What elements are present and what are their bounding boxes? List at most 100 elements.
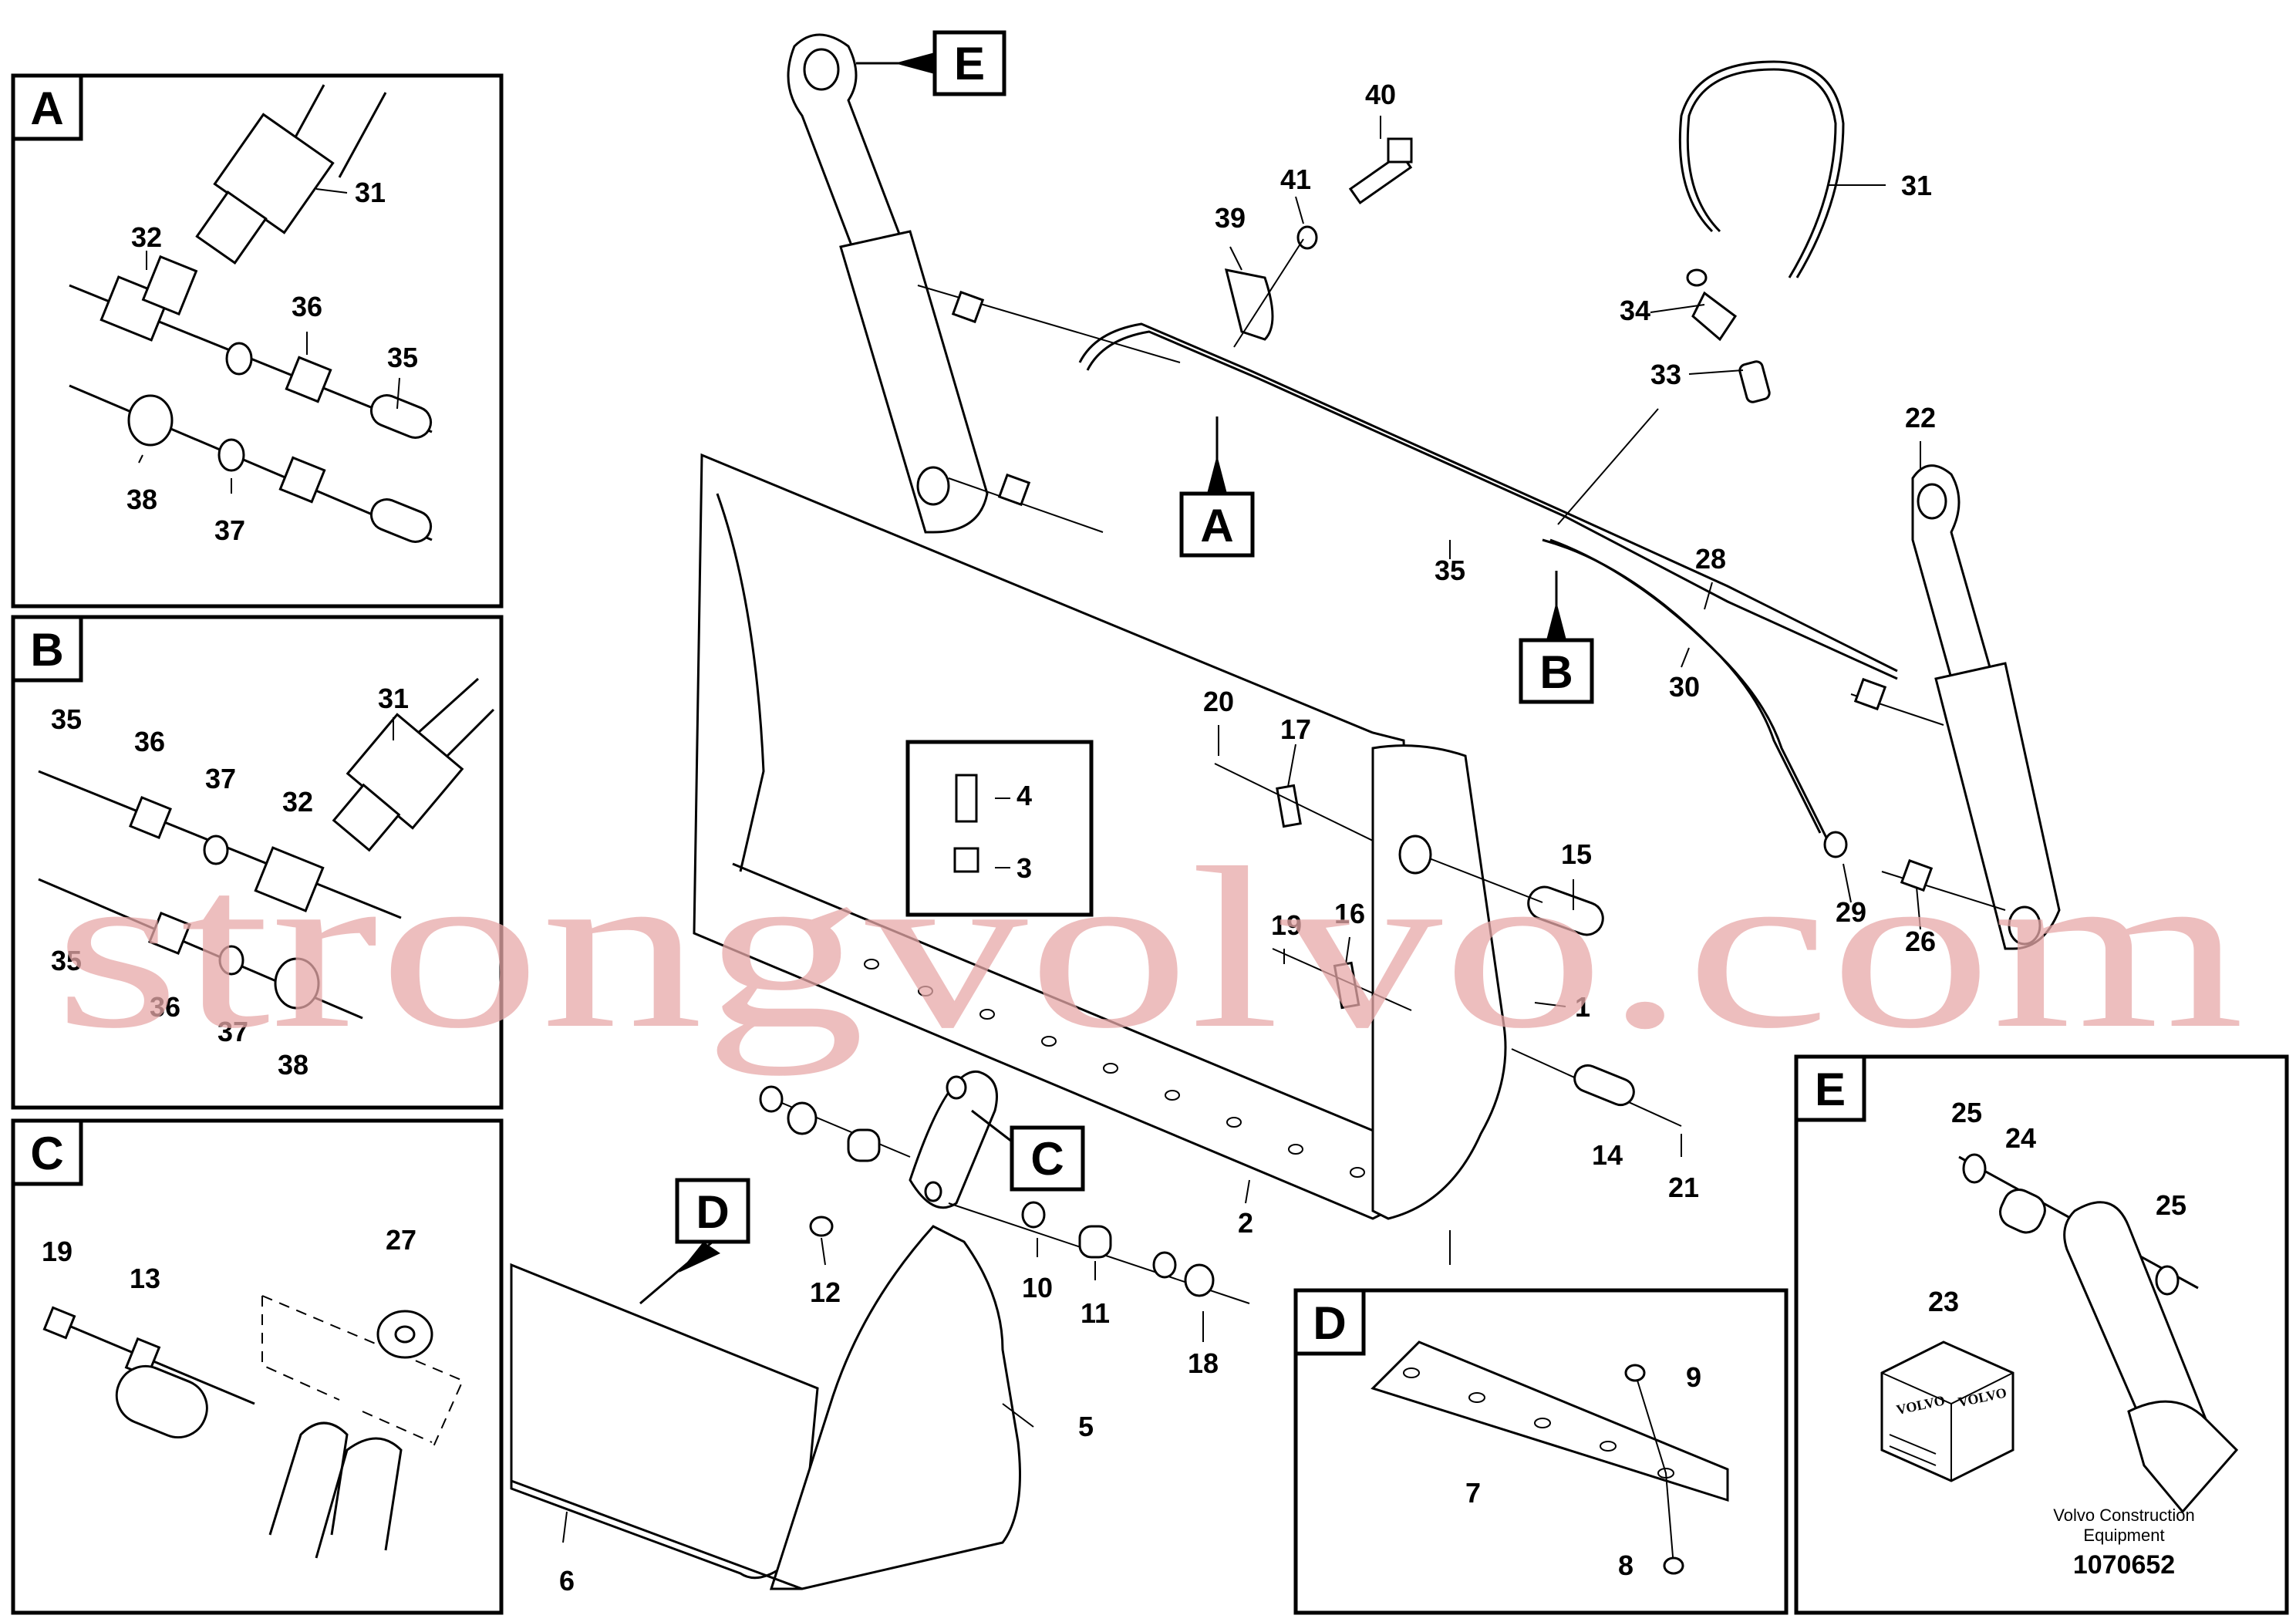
main-assembly-drawing: [510, 33, 2061, 1590]
panel-e-drawing: VOLVO VOLVO: [1880, 1153, 2239, 1514]
inset-box-3-4: [905, 740, 1094, 917]
part-label: 23: [1928, 1286, 1959, 1317]
part-label: 40: [1365, 79, 1396, 110]
part-label: 20: [1203, 686, 1234, 717]
part-label: 3: [1017, 852, 1032, 884]
part-label: 5: [1078, 1411, 1094, 1442]
part-label: 36: [292, 291, 322, 322]
callout-d: D: [639, 1178, 750, 1305]
part-label: 38: [278, 1049, 308, 1081]
panel-label-b: B: [11, 615, 83, 683]
panel-d-drawing: [1371, 1340, 1729, 1575]
part-label: 35: [51, 703, 82, 735]
part-label: 18: [1188, 1347, 1219, 1379]
part-label: 37: [214, 514, 245, 546]
callout-b: B: [1519, 571, 1594, 704]
brand-line-1: Volvo Construction: [2053, 1506, 2194, 1525]
part-label: 15: [1561, 838, 1592, 870]
bucket-side-lower: [769, 1225, 1021, 1590]
left-cylinder-body: [839, 230, 989, 534]
detail-panel-d: [1293, 1288, 1789, 1615]
part-label: 31: [355, 177, 386, 208]
left-cylinder-eye: [787, 33, 912, 279]
part-label: 32: [282, 786, 313, 818]
part-label: 36: [134, 726, 165, 757]
part-label: 39: [1215, 202, 1246, 234]
svg-text:E: E: [1815, 1064, 1846, 1115]
svg-text:B: B: [30, 624, 63, 676]
part-label: 28: [1695, 543, 1726, 575]
part-label: 19: [1271, 909, 1302, 941]
watermark-text: strongvolvo.com: [54, 820, 2244, 1077]
svg-text:A: A: [30, 83, 63, 134]
callout-e: E: [856, 30, 1006, 96]
part-label: 8: [1618, 1549, 1633, 1581]
part-label: 37: [217, 1016, 248, 1047]
part-label: 35: [387, 342, 418, 373]
brand-footer: Volvo Construction Equipment 1070652: [2053, 1506, 2194, 1580]
part-label: 35: [51, 945, 82, 976]
brand-line-2: Equipment: [2083, 1526, 2164, 1545]
part-label: 11: [1081, 1297, 1110, 1329]
callout-a: A: [1179, 416, 1255, 558]
detail-panel-c: [11, 1118, 504, 1615]
right-cylinder-body: [1934, 662, 2061, 950]
panel-label-e: E: [1794, 1054, 1866, 1122]
svg-text:D: D: [696, 1186, 729, 1238]
part-label: 17: [1280, 713, 1311, 745]
right-cylinder-eye: [1911, 464, 1999, 707]
part-label: 29: [1836, 896, 1866, 928]
part-label: 10: [1022, 1272, 1053, 1303]
part-label: 12: [810, 1276, 841, 1308]
part-label: 31: [1901, 170, 1932, 201]
panel-label-d: D: [1293, 1288, 1366, 1356]
part-label: 22: [1905, 402, 1936, 433]
detail-panel-e: [1794, 1054, 2289, 1615]
drawing-number: 1070652: [2073, 1550, 2175, 1580]
part-label: 26: [1905, 926, 1936, 957]
callout-c: C: [971, 1109, 1085, 1192]
part-label: 24: [2005, 1122, 2036, 1154]
part-label: 41: [1280, 164, 1311, 195]
part-label: 21: [1668, 1172, 1699, 1203]
panel-label-c: C: [11, 1118, 83, 1186]
svg-text:C: C: [1030, 1133, 1064, 1185]
part-label: 27: [386, 1224, 416, 1256]
detail-panel-a: [11, 73, 504, 609]
part-label: 14: [1592, 1139, 1623, 1171]
svg-text:B: B: [1539, 646, 1573, 698]
panel-label-a: A: [11, 73, 83, 141]
svg-text:E: E: [954, 38, 985, 89]
part-label: 35: [1435, 555, 1465, 586]
part-label: 33: [1650, 359, 1681, 390]
hose-31: [1678, 60, 1845, 278]
panel-a-drawing: [69, 84, 433, 543]
panel-c-drawing: [42, 1295, 464, 1559]
detail-panel-b: [11, 615, 504, 1110]
svg-text:C: C: [30, 1128, 63, 1179]
part-label: 34: [1620, 295, 1650, 326]
part-label: 7: [1465, 1477, 1481, 1509]
part-label: 9: [1686, 1361, 1701, 1393]
part-label: 36: [150, 991, 180, 1023]
svg-text:A: A: [1200, 500, 1233, 551]
part-label: 19: [42, 1236, 72, 1267]
part-label: 6: [559, 1565, 575, 1597]
part-label: 2: [1238, 1207, 1253, 1239]
part-label: 32: [131, 221, 162, 253]
part-label: 1: [1575, 991, 1590, 1023]
part-label: 37: [205, 763, 236, 794]
part-label: 13: [130, 1263, 160, 1294]
part-label: 25: [1951, 1097, 1982, 1128]
part-label: 16: [1334, 898, 1365, 929]
part-label: 25: [2156, 1189, 2186, 1221]
part-label: 30: [1669, 671, 1700, 703]
part-label: 38: [126, 484, 157, 515]
part-label: 31: [378, 683, 409, 714]
panel-b-drawing: [38, 677, 495, 1020]
part-label: 4: [1017, 780, 1032, 811]
svg-text:D: D: [1313, 1297, 1346, 1349]
hose-35: [1078, 322, 1898, 673]
